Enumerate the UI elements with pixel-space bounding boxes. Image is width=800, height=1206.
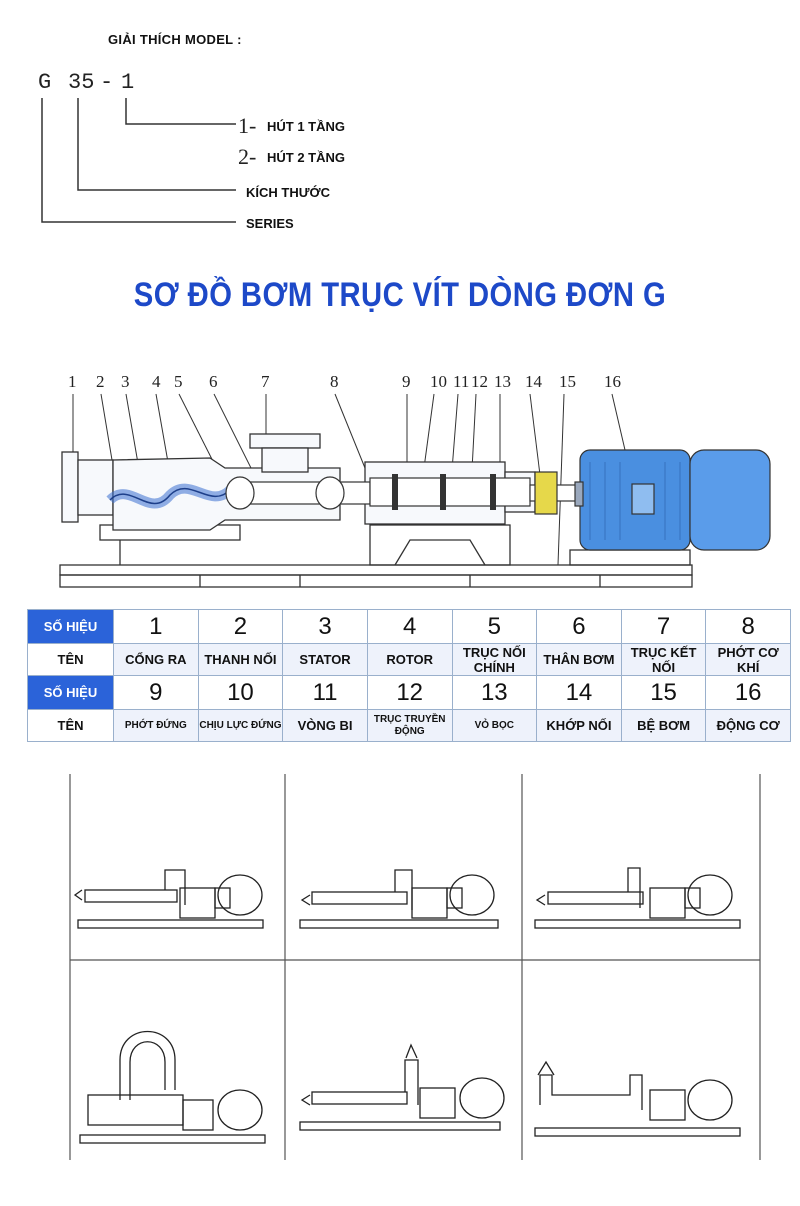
- callout-6: 6: [209, 372, 218, 391]
- name-label: TÊN: [27, 709, 114, 742]
- page-heading: SƠ ĐỒ BƠM TRỤC VÍT DÒNG ĐƠN G: [133, 276, 667, 314]
- callout-15: 15: [559, 372, 576, 391]
- part-number: 9: [113, 675, 199, 710]
- part-name: TRỤC KẾT NỐI: [620, 643, 707, 676]
- header-label: SỐ HIỆU: [27, 675, 114, 710]
- legend-label-1: HÚT 1 TẦNG: [267, 119, 345, 134]
- installation-variants-grid: [69, 774, 761, 1160]
- part-number: 2: [197, 609, 284, 644]
- callout-8: 8: [330, 372, 339, 391]
- part-name: ROTOR: [366, 643, 453, 676]
- part-name: ĐỘNG CƠ: [705, 709, 791, 742]
- variant-6: [534, 1060, 741, 1137]
- part-number: 3: [282, 609, 368, 644]
- callout-4: 4: [152, 372, 161, 391]
- legend-label-2: HÚT 2 TẦNG: [267, 150, 345, 165]
- part-number: 11: [282, 675, 368, 710]
- header-label: SỐ HIỆU: [27, 609, 114, 644]
- part-number: 7: [620, 609, 707, 644]
- callout-10: 10: [430, 372, 447, 391]
- part-name: BỆ BƠM: [620, 709, 707, 742]
- variant-5: [299, 1043, 505, 1131]
- part-number: 5: [451, 609, 538, 644]
- table-row: SỐ HIỆU 1 2 3 4 5 6 7 8: [27, 609, 791, 644]
- part-name: CỔNG RA: [113, 643, 199, 676]
- part-number: 15: [620, 675, 707, 710]
- part-number: 6: [536, 609, 622, 644]
- variant-3: [534, 867, 741, 929]
- part-number: 14: [536, 675, 622, 710]
- pump-diagram: [59, 393, 771, 588]
- callout-7: 7: [261, 372, 270, 391]
- part-name: THÂN BƠM: [536, 643, 622, 676]
- part-number: 10: [197, 675, 284, 710]
- code-size: 35: [68, 70, 95, 95]
- code-dash: -: [100, 70, 114, 95]
- part-number: 8: [705, 609, 791, 644]
- code-stage: 1: [121, 70, 135, 95]
- model-title: GIẢI THÍCH MODEL :: [108, 32, 242, 47]
- callout-16: 16: [604, 372, 621, 391]
- legend-label-size: KÍCH THƯỚC: [246, 185, 330, 200]
- part-name: KHỚP NỐI: [536, 709, 622, 742]
- callout-3: 3: [121, 372, 130, 391]
- model-leader-lines: [41, 98, 236, 223]
- callout-2: 2: [96, 372, 105, 391]
- callout-5: 5: [174, 372, 183, 391]
- callout-1: 1: [68, 372, 77, 391]
- parts-table: SỐ HIỆU 1 2 3 4 5 6 7 8 TÊN CỔNG RA THAN…: [27, 609, 791, 742]
- part-number: 4: [366, 609, 453, 644]
- callout-12: 12: [471, 372, 488, 391]
- part-name: CHỊU LỰC ĐỨNG: [197, 709, 284, 742]
- callout-13: 13: [494, 372, 511, 391]
- part-number: 16: [705, 675, 791, 710]
- table-row: SỐ HIỆU 9 10 11 12 13 14 15 16: [27, 675, 791, 710]
- part-number: 1: [113, 609, 199, 644]
- part-name: TRỤC TRUYỀN ĐỘNG: [366, 709, 453, 742]
- part-number: 13: [451, 675, 538, 710]
- part-name: THANH NỐI: [197, 643, 284, 676]
- part-name: PHỚT ĐỨNG: [113, 709, 199, 742]
- variant-4: [79, 1030, 266, 1144]
- callout-14: 14: [525, 372, 542, 391]
- part-number: 12: [366, 675, 453, 710]
- variant-2: [299, 869, 499, 929]
- part-name: STATOR: [282, 643, 368, 676]
- legend-num-2: 2-: [238, 144, 257, 169]
- part-name: VỎ BỌC: [451, 709, 538, 742]
- part-name: VÒNG BI: [282, 709, 368, 742]
- callout-9: 9: [402, 372, 411, 391]
- part-name: PHỚT CƠ KHÍ: [705, 643, 791, 676]
- legend-num-1: 1-: [238, 113, 257, 138]
- table-row: TÊN PHỚT ĐỨNG CHỊU LỰC ĐỨNG VÒNG BI TRỤC…: [27, 709, 791, 742]
- part-name: TRỤC NỐI CHÍNH: [451, 643, 538, 676]
- code-series: G: [38, 70, 52, 95]
- callout-11: 11: [453, 372, 470, 391]
- name-label: TÊN: [27, 643, 114, 676]
- table-row: TÊN CỔNG RA THANH NỐI STATOR ROTOR TRỤC …: [27, 643, 791, 676]
- variant-1: [73, 869, 264, 929]
- legend-label-series: SERIES: [246, 216, 294, 231]
